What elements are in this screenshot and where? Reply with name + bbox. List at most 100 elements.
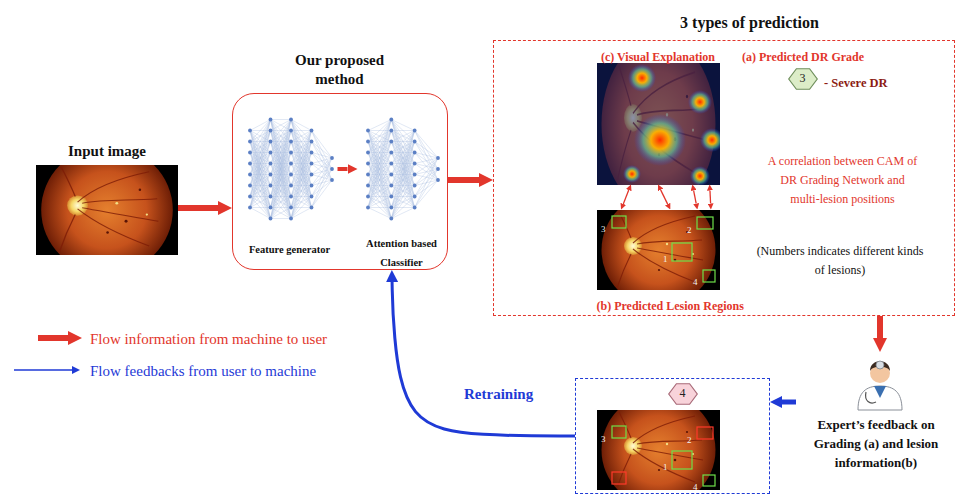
network-link (250, 175, 271, 208)
network-link (250, 120, 271, 153)
network-link (391, 120, 414, 175)
network-link (415, 142, 438, 159)
network-unit (330, 178, 334, 182)
network-link (415, 131, 438, 170)
network-unit (269, 129, 273, 133)
node-label: Our proposed method (295, 52, 384, 87)
heatmap-spot (623, 165, 641, 183)
callout-number: 3 (601, 434, 606, 444)
text-holder: Input image (36, 141, 178, 160)
text-holder: 1 (663, 247, 668, 266)
text-holder: (c) Visual Explanation (577, 46, 740, 65)
network-unit (269, 173, 273, 177)
fundus-image (597, 193, 720, 307)
network-unit (310, 206, 314, 210)
network-block: Attention based Classifier (358, 108, 446, 274)
neural-network (248, 118, 334, 221)
callout-number: 2 (687, 435, 692, 445)
heatmap-spot (690, 166, 710, 185)
network-unit (289, 140, 293, 144)
network-unit (289, 173, 293, 177)
network-unit (248, 129, 252, 133)
network-unit (310, 195, 314, 199)
network-link (368, 197, 391, 208)
text-holder: Retraining (462, 384, 535, 403)
network-link (368, 208, 391, 219)
network-link (271, 120, 292, 219)
network-unit (389, 129, 393, 133)
network-unit (330, 167, 334, 171)
network-link (368, 120, 391, 153)
network-link (250, 197, 271, 219)
network-unit (413, 206, 417, 210)
network-link (391, 120, 414, 197)
text-holder: A correlation between CAM of DR Grading … (765, 150, 920, 208)
network-link (368, 186, 391, 219)
hexagon-outline (788, 68, 817, 89)
network-link (250, 131, 271, 219)
network-link (271, 208, 292, 219)
network-link (250, 120, 271, 186)
network-link (368, 120, 391, 186)
text-holder: 3 (601, 217, 606, 236)
flow-arrow (694, 190, 697, 203)
network-unit (269, 151, 273, 155)
network-unit (269, 118, 273, 122)
network-link (368, 164, 391, 219)
panel-heading: (a) Predicted DR Grade (742, 50, 864, 64)
node-label: 3 (800, 71, 806, 85)
network-link (250, 120, 271, 175)
network-link (415, 158, 438, 208)
network-link (391, 197, 414, 219)
network-link (250, 153, 271, 208)
network-link (368, 142, 391, 219)
network-unit (248, 173, 252, 177)
network-link (271, 131, 292, 219)
network-unit (413, 184, 417, 188)
network-link (391, 131, 414, 142)
callout-number: 1 (663, 462, 668, 472)
network-link (271, 186, 292, 219)
flow-arrow (338, 167, 348, 171)
network-unit (330, 156, 334, 160)
network-link (391, 131, 414, 164)
heatmap-tint (597, 63, 720, 185)
network-unit (366, 151, 370, 155)
network-link (250, 197, 271, 208)
text-holder: 3 (788, 68, 818, 90)
network-link (368, 131, 391, 219)
flow-arrow (623, 190, 628, 204)
network-link (368, 153, 391, 208)
network-link (312, 153, 333, 181)
network-link (271, 164, 292, 219)
network-link (271, 120, 292, 208)
network-link (391, 131, 414, 197)
network-link (368, 120, 391, 131)
network-unit (389, 140, 393, 144)
network-link (391, 208, 414, 219)
network-link (391, 131, 414, 208)
network-unit (389, 173, 393, 177)
network-unit (389, 162, 393, 166)
network-unit (310, 173, 314, 177)
network-link (291, 164, 312, 219)
legend-label: Flow information from machine to user (90, 331, 327, 347)
network-drawings (248, 118, 440, 221)
network-link (250, 131, 271, 208)
lesion-box (672, 243, 692, 261)
network-link (291, 208, 312, 219)
network-link (368, 120, 391, 208)
network-link (415, 158, 438, 164)
network-link (271, 120, 292, 153)
network-link (391, 131, 414, 186)
network-link (368, 197, 391, 219)
text-holder: Flow information from machine to user (90, 329, 327, 348)
flow-arrow (782, 400, 796, 405)
network-link (271, 131, 292, 219)
network-link (291, 186, 312, 219)
text-holder: 4 (668, 383, 698, 405)
network-unit (269, 195, 273, 199)
network-link (391, 120, 414, 208)
